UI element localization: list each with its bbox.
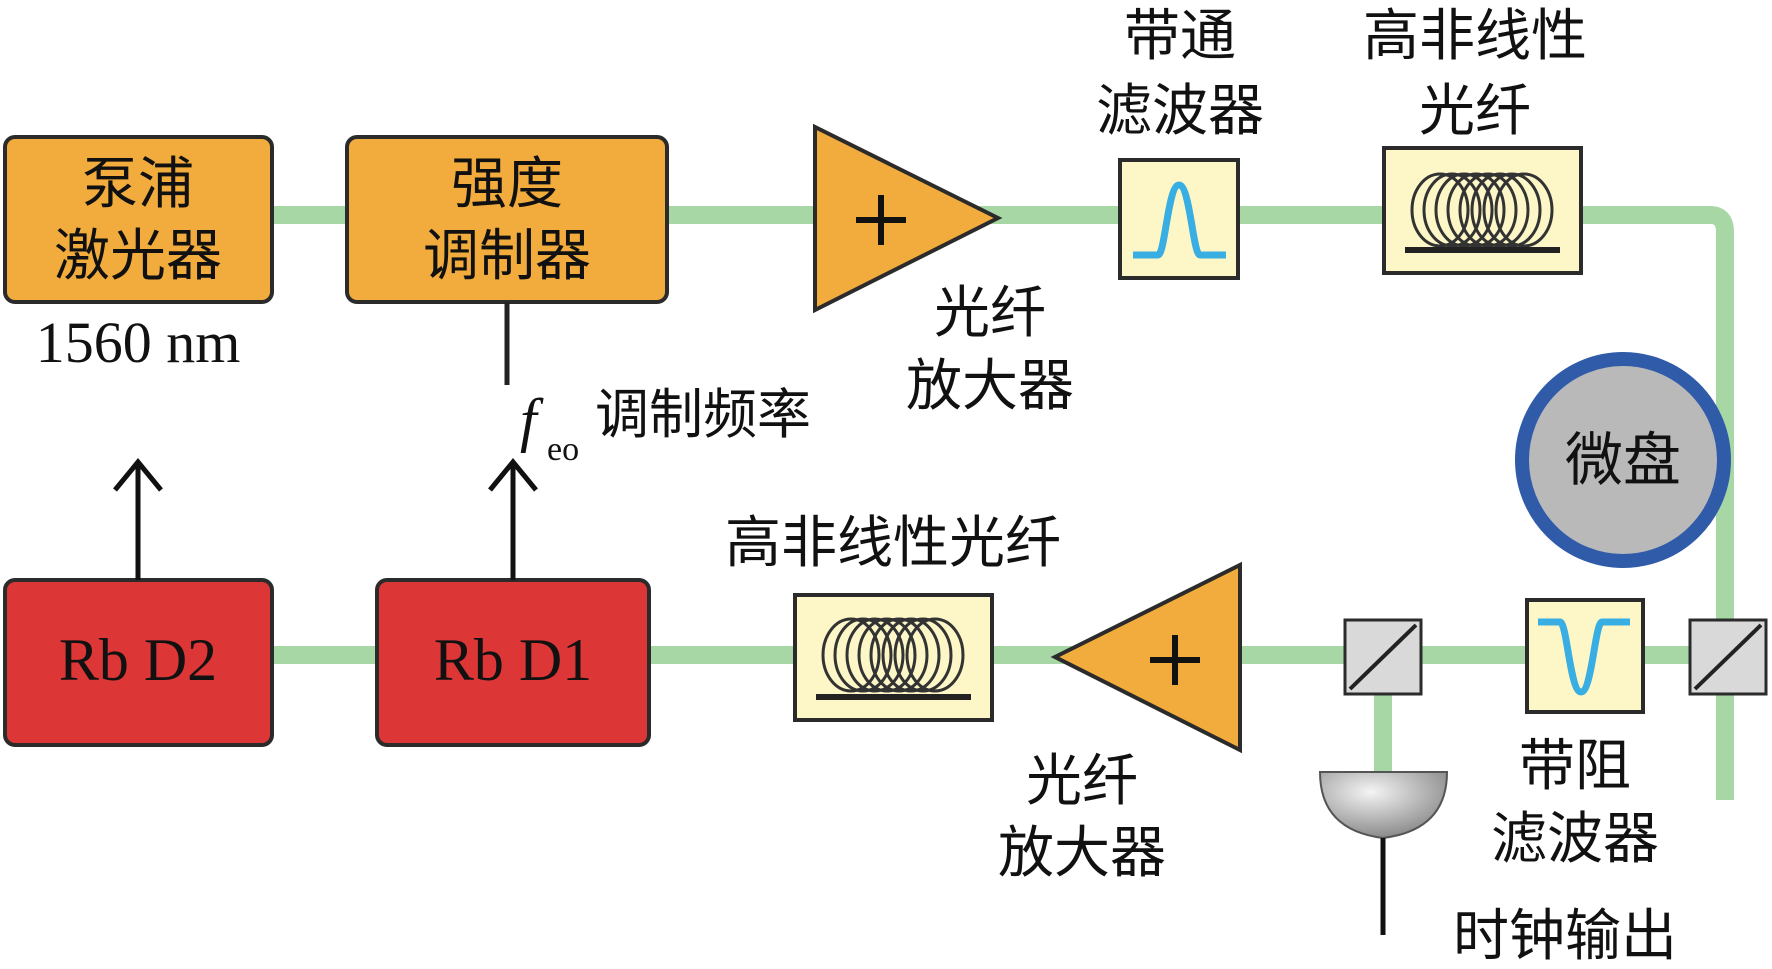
bandstop-curve-icon	[1538, 618, 1630, 696]
rb-d1-label: Rb D1	[434, 627, 592, 693]
modulation-symbol: f	[520, 387, 544, 453]
top-hnlf	[1382, 146, 1583, 275]
bandstop-line2: 滤波器	[1491, 807, 1659, 872]
up-arrow-icon	[488, 458, 538, 580]
top-hnlf-line2: 光纤	[1419, 79, 1531, 144]
intensity-modulator-box: 强度 调制器	[345, 135, 669, 304]
top-hnlf-line1: 高非线性	[1363, 4, 1587, 69]
bandpass-curve-icon	[1133, 181, 1226, 259]
up-arrow-icon	[113, 458, 163, 580]
modulation-text: 调制频率	[595, 383, 811, 446]
modulator-line2: 调制器	[423, 224, 591, 289]
rb-d2-box: Rb D2	[3, 578, 274, 747]
pump-laser-box: 泵浦 激光器	[3, 135, 274, 304]
modulator-line1: 强度	[451, 152, 563, 217]
bottom-hnlf	[793, 593, 994, 722]
bandpass-line2: 滤波器	[1096, 79, 1264, 144]
photodetector	[1318, 771, 1449, 935]
wavelength-label: 1560 nm	[36, 310, 241, 375]
bandpass-line1: 带通	[1124, 4, 1236, 69]
rb-d1-box: Rb D1	[375, 578, 651, 747]
top-fiber	[270, 206, 1734, 800]
microdisc-label: 微盘	[1565, 426, 1681, 494]
bandstop-filter	[1525, 598, 1645, 714]
coil-icon	[1410, 172, 1554, 248]
modulation-frequency-label: f eo 调制频率	[520, 383, 811, 468]
microdisc: 微盘	[1515, 352, 1731, 568]
top-amplifier-line2: 放大器	[906, 354, 1074, 419]
coil-icon	[821, 617, 965, 693]
dome-detector-icon	[1318, 771, 1449, 840]
bottom-amplifier	[1050, 561, 1242, 754]
triangle-plus-icon	[813, 123, 1003, 314]
clock-output-label: 时钟输出	[1453, 904, 1677, 969]
pump-laser-line2: 激光器	[54, 224, 222, 289]
top-amplifier-line1: 光纤	[934, 281, 1046, 346]
bandstop-line1: 带阻	[1519, 734, 1631, 799]
rb-d2-label: Rb D2	[59, 627, 217, 693]
modulation-subscript: eo	[547, 431, 579, 468]
bandpass-filter	[1118, 158, 1240, 280]
isolator-right	[1688, 618, 1768, 696]
pump-laser-line1: 泵浦	[82, 152, 194, 217]
isolator-left	[1343, 618, 1423, 696]
triangle-plus-icon	[1050, 561, 1242, 754]
top-amplifier	[813, 123, 1003, 314]
bottom-amplifier-line2: 放大器	[998, 821, 1166, 886]
bottom-amplifier-line1: 光纤	[1026, 749, 1138, 814]
bottom-hnlf-label: 高非线性光纤	[725, 511, 1061, 576]
